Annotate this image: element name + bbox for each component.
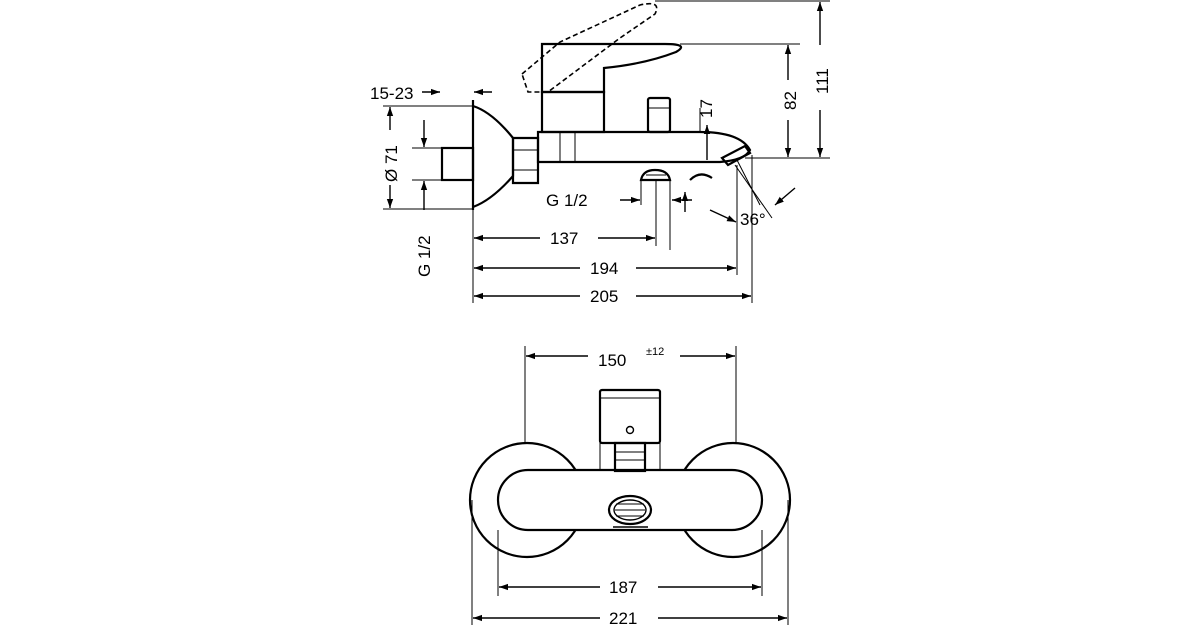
dim-g12-inlet: G 1/2 [415,235,434,277]
diverter-knob [646,96,672,134]
dim-17: 17 [697,99,716,118]
hex-nut [511,136,540,185]
inlet-pipe [440,146,475,182]
side-view: 15-23 Ø 71 G 1/2 17 82 111 36° [370,0,832,306]
dim-angle-36: 36° [740,210,766,229]
handle-column [540,90,606,134]
front-view: 150 ±12 187 221 [468,346,792,628]
bottom-outlet [639,168,672,182]
dim-150: 150 [598,351,626,370]
dim-137: 137 [550,229,578,248]
dim-111: 111 [813,68,832,94]
dim-221: 221 [609,609,637,628]
mixer-body [536,130,752,164]
dim-205: 205 [590,287,618,306]
dim-194: 194 [590,259,618,278]
handle-raised-dashed [521,2,658,93]
wall-flange [472,104,515,209]
dim-diameter-71: Ø 71 [382,145,401,182]
lever-handle [540,42,683,94]
dim-tolerance-12: ±12 [646,346,664,358]
aerator [720,144,752,167]
front-diverter-stem [613,441,647,473]
front-diverter-knob [598,388,662,445]
front-aerator [607,494,653,526]
dim-g12-outlet: G 1/2 [546,191,588,210]
dim-187: 187 [609,578,637,597]
dim-15-23: 15-23 [370,84,413,103]
dim-82: 82 [781,91,800,110]
